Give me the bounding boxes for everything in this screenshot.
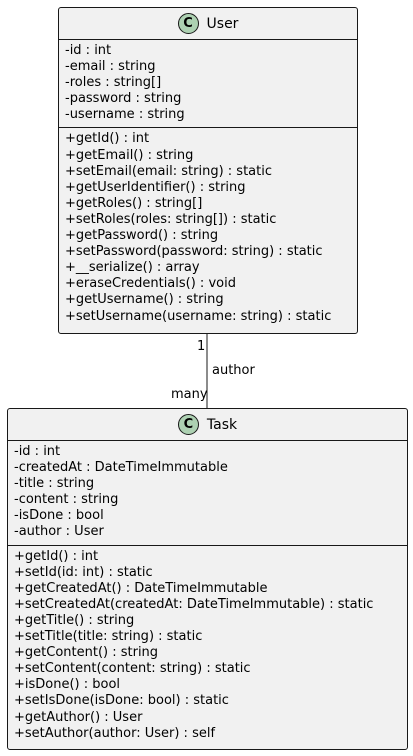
class-name: Task	[206, 416, 238, 433]
class-task[interactable]: C Task -id : int-createdAt : DateTimeImm…	[7, 408, 408, 750]
attribute: -createdAt : DateTimeImmutable	[14, 460, 228, 476]
class-name: User	[206, 15, 239, 32]
attributes-section: -id : int-createdAt : DateTimeImmutable-…	[8, 441, 407, 546]
method: +setIsDone(isDone: bool) : static	[14, 693, 229, 709]
attribute: -email : string	[65, 59, 156, 75]
method: +setTitle(title: string) : static	[14, 629, 203, 645]
method: +getId() : int	[14, 548, 99, 564]
method: +setPassword(password: string) : static	[65, 244, 323, 260]
attribute: -id : int	[14, 444, 61, 459]
method: +getTitle() : string	[14, 612, 135, 628]
method: +getUserIdentifier() : string	[65, 179, 246, 195]
method: +eraseCredentials() : void	[65, 276, 236, 292]
attribute: -id : int	[65, 43, 112, 58]
attribute: -isDone : bool	[14, 508, 104, 524]
method: +setRoles(roles: string[]) : static	[65, 211, 277, 227]
method: +setAuthor(author: User) : self	[14, 725, 216, 741]
method: +isDone() : bool	[14, 677, 121, 693]
attribute: -username : string	[65, 107, 185, 123]
methods-section: +getId() : int+setId(id: int) : static+g…	[8, 546, 407, 746]
method: +__serialize() : array	[65, 260, 200, 276]
attribute: -password : string	[65, 91, 182, 107]
method: +setEmail(email: string) : static	[65, 163, 272, 179]
class-header: C User	[59, 8, 357, 40]
class-stereotype-icon: C	[177, 13, 199, 34]
association-label: author	[212, 363, 255, 378]
method: +setCreatedAt(createdAt: DateTimeImmutab…	[14, 596, 374, 612]
method: +getId() : int	[65, 131, 150, 147]
class-user[interactable]: C User -id : int-email : string-roles : …	[58, 7, 358, 334]
methods-section: +getId() : int+getEmail() : string+setEm…	[59, 128, 357, 328]
multiplicity-task-end: many	[171, 387, 208, 402]
attributes-section: -id : int-email : string-roles : string[…	[59, 40, 357, 129]
attribute: -title : string	[14, 476, 95, 492]
class-stereotype-icon: C	[177, 414, 199, 435]
attribute: -content : string	[14, 492, 119, 508]
method: +setId(id: int) : static	[14, 564, 153, 580]
method: +getRoles() : string[]	[65, 195, 203, 211]
multiplicity-user-end: 1	[197, 339, 206, 354]
method: +getUsername() : string	[65, 292, 224, 308]
method: +setContent(content: string) : static	[14, 661, 251, 677]
class-header: C Task	[8, 409, 407, 441]
method: +setUsername(username: string) : static	[65, 308, 332, 324]
method: +getAuthor() : User	[14, 709, 143, 725]
method: +getEmail() : string	[65, 147, 194, 163]
method: +getPassword() : string	[65, 228, 219, 244]
attribute: -author : User	[14, 524, 104, 540]
method: +getContent() : string	[14, 645, 159, 661]
method: +getCreatedAt() : DateTimeImmutable	[14, 580, 268, 596]
attribute: -roles : string[]	[65, 75, 162, 91]
